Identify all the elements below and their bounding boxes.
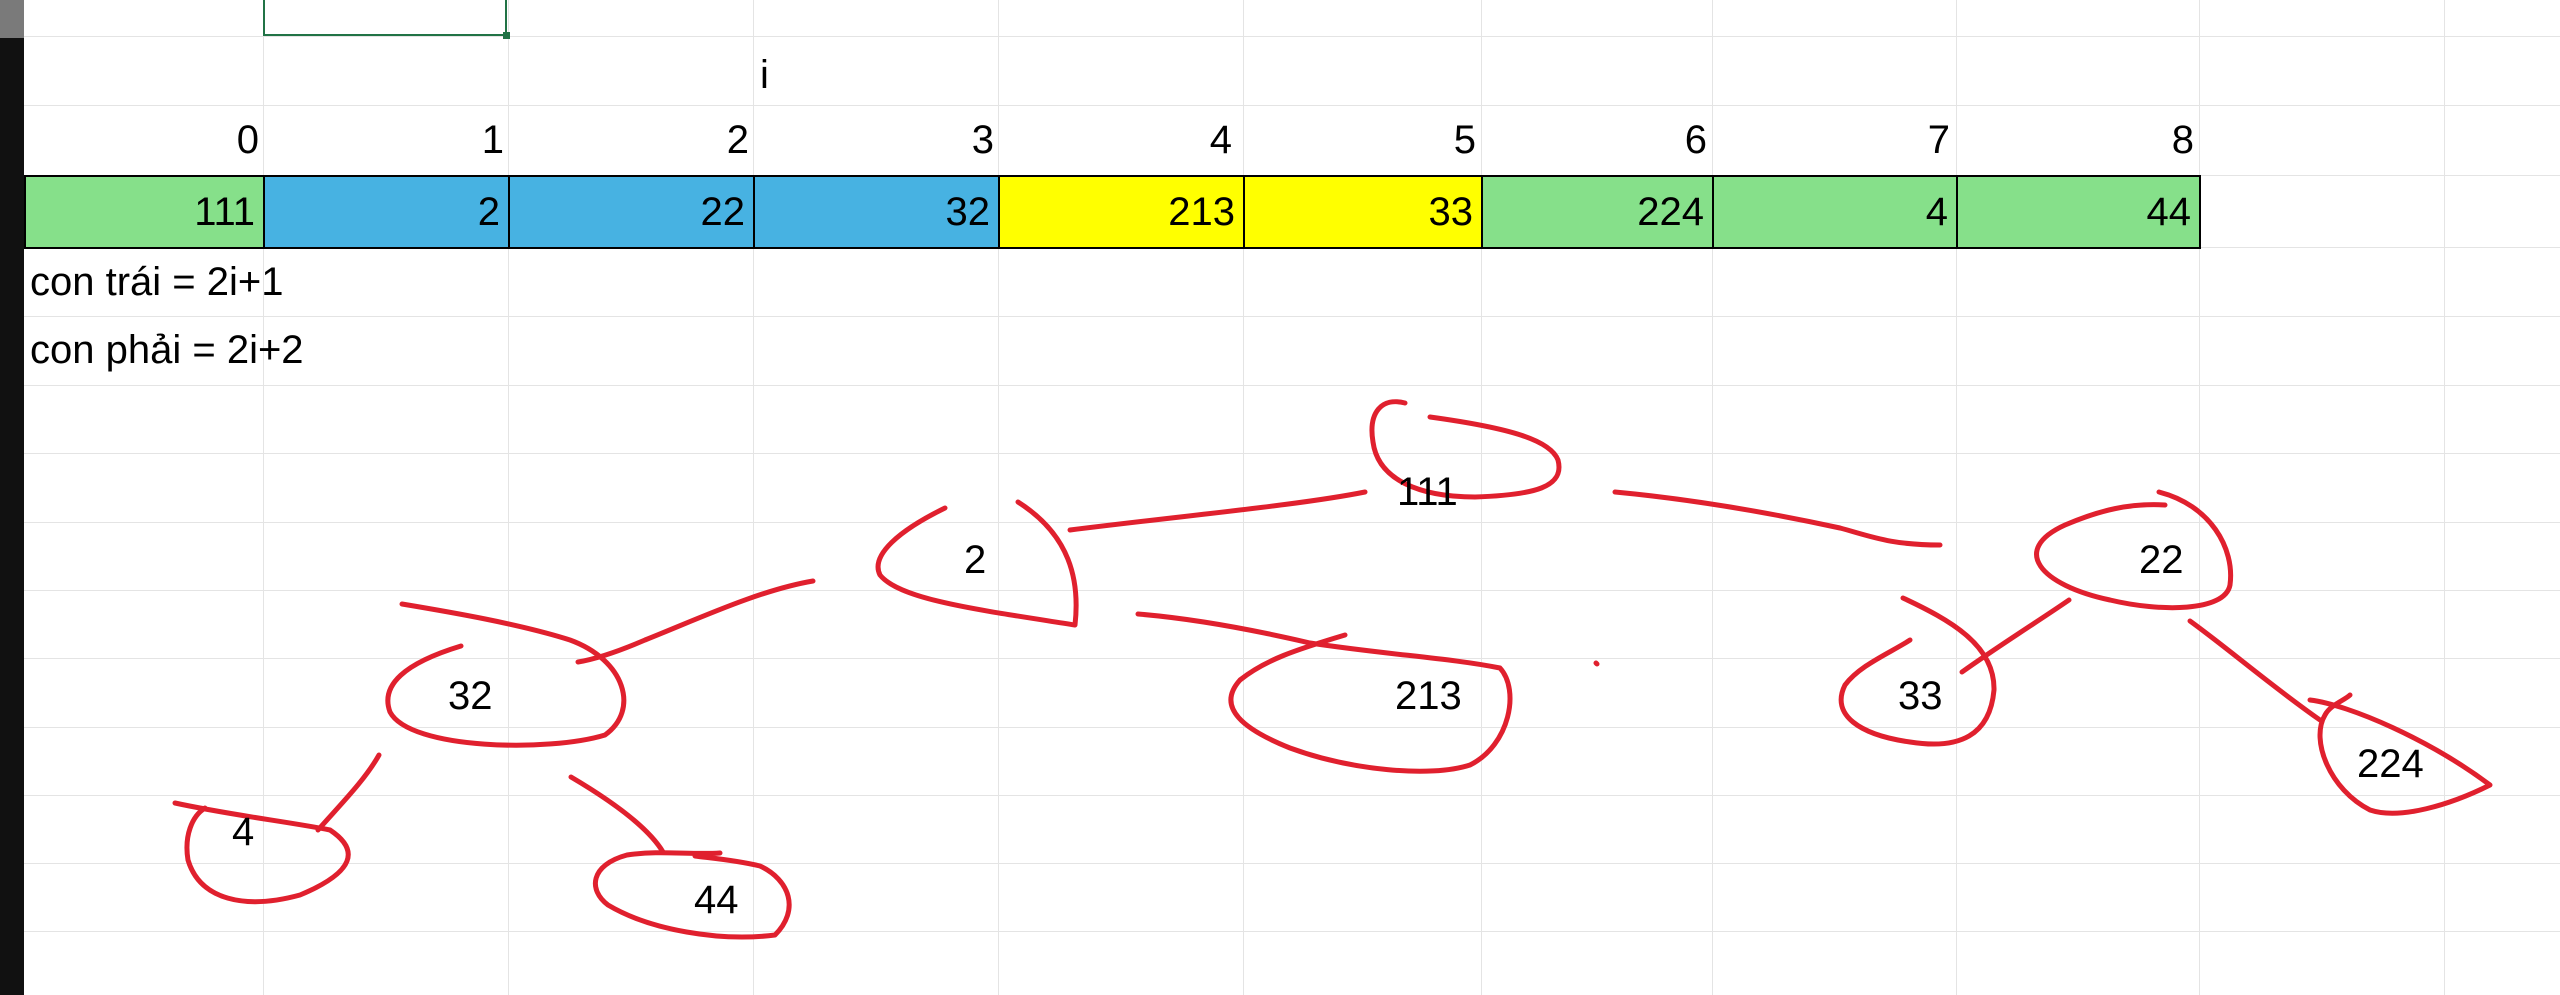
row-gridline	[24, 316, 2560, 317]
ink-circle-2	[875, 499, 1079, 628]
right-child-formula-note[interactable]: con phải = 2i+2	[30, 328, 304, 372]
ink-circle-4	[172, 800, 351, 905]
column-gridline	[998, 0, 999, 995]
ink-circle-22	[2034, 489, 2234, 611]
column-gridline	[753, 0, 754, 995]
index-cell[interactable]: 2	[726, 118, 749, 162]
array-cell[interactable]: 2	[263, 175, 510, 249]
ink-edge-111-22	[1612, 489, 1943, 548]
tree-node-label: 213	[1395, 674, 1462, 718]
row-gridline	[24, 36, 2560, 37]
column-gridline	[2199, 0, 2200, 995]
ink-edge-32-4	[315, 752, 382, 833]
tree-node-label: 4	[232, 810, 255, 854]
row-header-bar	[0, 0, 24, 995]
index-cell[interactable]: 4	[1209, 118, 1232, 162]
row-gridline	[24, 863, 2560, 864]
index-marker-label: i	[760, 53, 769, 97]
ink-edge-32-44	[568, 774, 666, 855]
active-cell-selection[interactable]	[263, 0, 510, 39]
row-gridline	[24, 522, 2560, 523]
ink-circle-213	[1135, 611, 1513, 774]
left-child-formula-note[interactable]: con trái = 2i+1	[30, 260, 284, 304]
ink-circle-33	[1838, 595, 1997, 747]
fill-handle[interactable]	[503, 32, 510, 39]
row-gridline	[24, 590, 2560, 591]
index-cell[interactable]: 7	[1927, 118, 1950, 162]
array-cell[interactable]: 33	[1243, 175, 1483, 249]
row-gridline	[24, 453, 2560, 454]
ink-edge-111-2	[1067, 489, 1368, 533]
ink-edge-2-32	[575, 578, 816, 665]
column-gridline	[508, 0, 509, 995]
column-gridline	[1243, 0, 1244, 995]
index-cell[interactable]: 3	[971, 118, 994, 162]
tree-node-label: 2	[964, 538, 987, 582]
array-cell[interactable]: 22	[508, 175, 755, 249]
ink-edge-22-33	[1959, 597, 2072, 675]
index-cell[interactable]: 0	[236, 118, 259, 162]
column-gridline	[1956, 0, 1957, 995]
column-gridline	[1712, 0, 1713, 995]
row-gridline	[24, 658, 2560, 659]
array-cell[interactable]: 44	[1956, 175, 2201, 249]
column-gridline	[263, 0, 264, 995]
array-cell[interactable]: 213	[998, 175, 1245, 249]
tree-node-label: 32	[448, 674, 493, 718]
tree-node-label: 22	[2139, 538, 2184, 582]
index-cell[interactable]: 8	[2171, 118, 2194, 162]
index-cell[interactable]: 6	[1684, 118, 1707, 162]
ink-circle-44	[592, 850, 792, 940]
select-all-corner[interactable]	[0, 0, 24, 38]
array-cell[interactable]: 32	[753, 175, 1000, 249]
column-gridline	[2444, 0, 2445, 995]
ink-stray-dot	[1593, 660, 1600, 667]
ink-circle-224	[2307, 692, 2493, 816]
ink-edge-22-224	[2187, 618, 2323, 723]
index-cell[interactable]: 1	[481, 118, 504, 162]
tree-node-label: 111	[1397, 470, 1458, 514]
row-gridline	[24, 795, 2560, 796]
row-gridline	[24, 727, 2560, 728]
row-gridline	[24, 105, 2560, 106]
tree-node-label: 224	[2357, 742, 2424, 786]
array-cell[interactable]: 111	[24, 175, 265, 249]
tree-node-label: 44	[694, 878, 739, 922]
row-gridline	[24, 385, 2560, 386]
index-cell[interactable]: 5	[1453, 118, 1476, 162]
ink-circle-111	[1369, 399, 1562, 500]
row-gridline	[24, 931, 2560, 932]
tree-node-label: 33	[1898, 674, 1943, 718]
ink-circle-32	[385, 601, 627, 748]
